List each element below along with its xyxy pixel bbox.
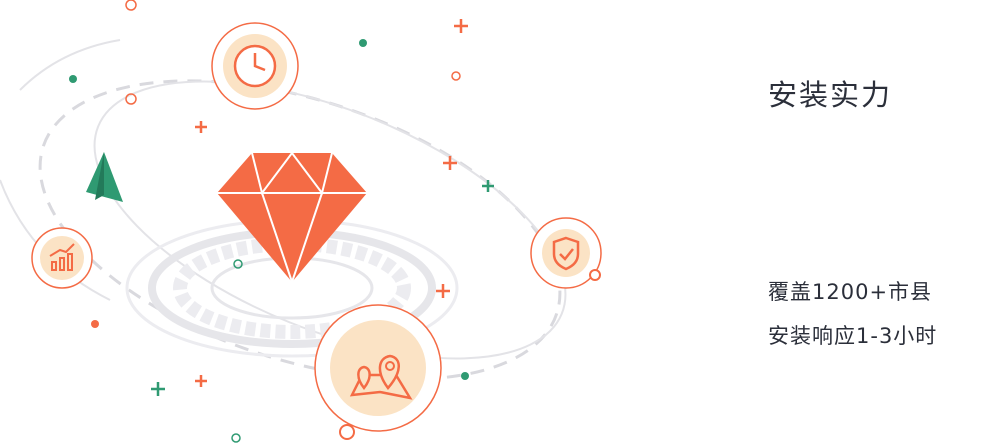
decorative-dots <box>69 0 494 443</box>
response-time-text: 安装响应1-3小时 <box>768 324 938 348</box>
paper-plane-icon <box>86 152 123 202</box>
illustration <box>0 0 602 443</box>
chart-icon <box>31 227 93 289</box>
diamond-icon <box>217 151 367 286</box>
map-pin-icon <box>314 304 442 440</box>
shield-check-icon <box>530 217 602 289</box>
coverage-text: 覆盖1200+市县 <box>768 280 933 304</box>
section-title: 安装实力 <box>768 78 893 112</box>
clock-icon <box>211 22 299 110</box>
